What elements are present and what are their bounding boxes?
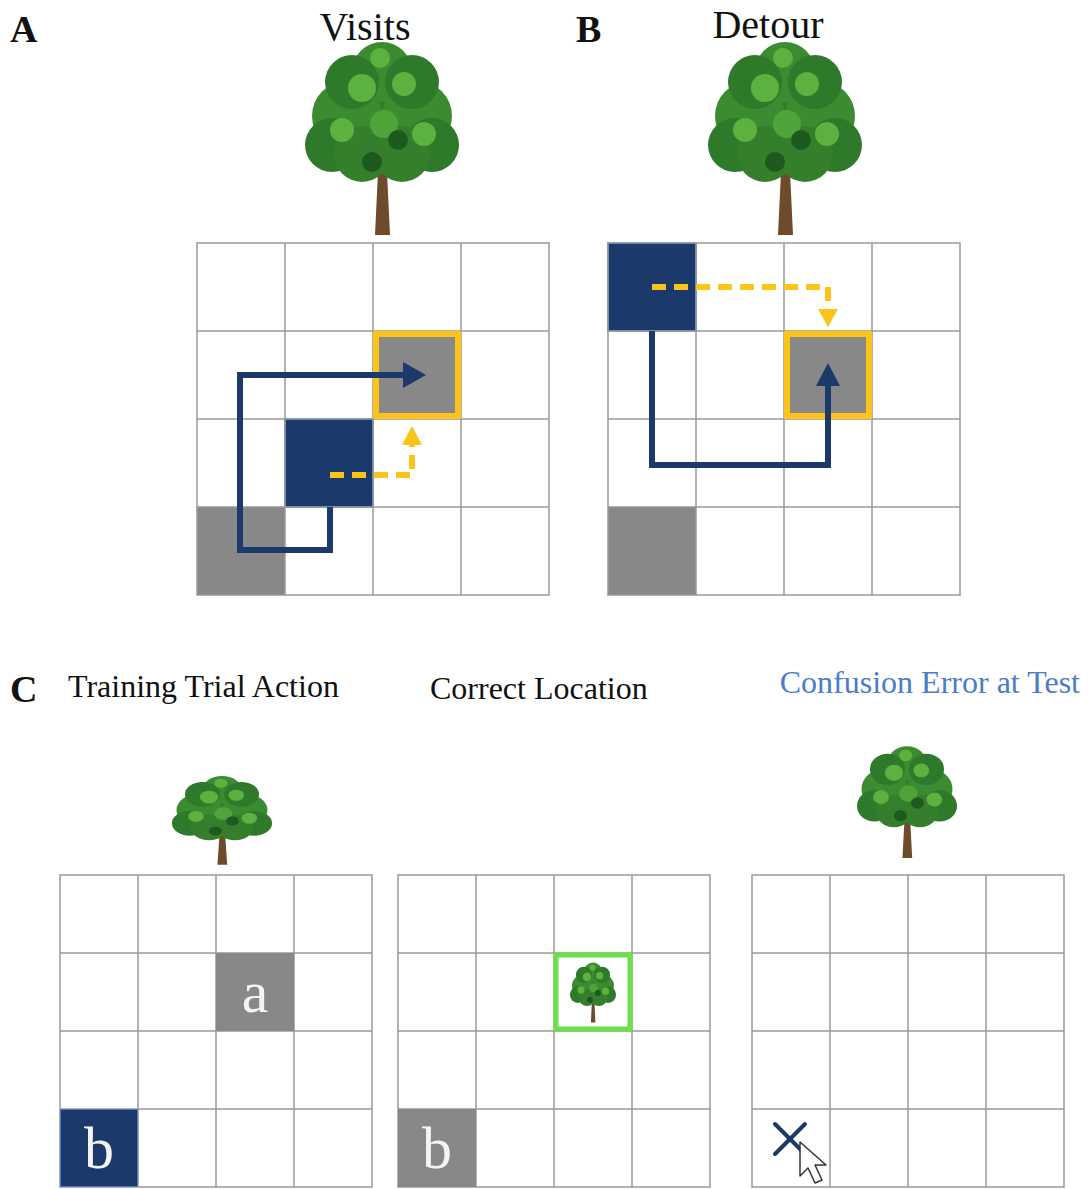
grid-cell: b — [60, 1109, 138, 1187]
tree-landmark — [305, 42, 459, 235]
grid-b — [608, 243, 960, 595]
grid-a — [197, 243, 549, 595]
cell-letter: b — [84, 1118, 114, 1178]
column-title: Correct Location — [430, 670, 648, 707]
panel-letter: C — [10, 668, 37, 712]
tree-landmark — [708, 42, 862, 235]
column-title: Training Trial Action — [68, 668, 339, 705]
cell-letter: b — [422, 1118, 452, 1178]
panel-letter: B — [576, 8, 601, 52]
panel-title: Visits — [320, 4, 411, 50]
tree-landmark — [172, 776, 272, 865]
grid-c2 — [398, 875, 710, 1187]
column-title: Confusion Error at Test — [780, 664, 1080, 701]
grid-cell: a — [216, 953, 294, 1031]
cell-letter: a — [242, 962, 269, 1022]
grid-cell: b — [398, 1109, 476, 1187]
grid-c3 — [752, 875, 1064, 1187]
grid-c1 — [60, 875, 372, 1187]
panel-title: Detour — [712, 2, 823, 48]
tree-landmark — [857, 746, 957, 858]
panel-letter: A — [10, 8, 37, 52]
